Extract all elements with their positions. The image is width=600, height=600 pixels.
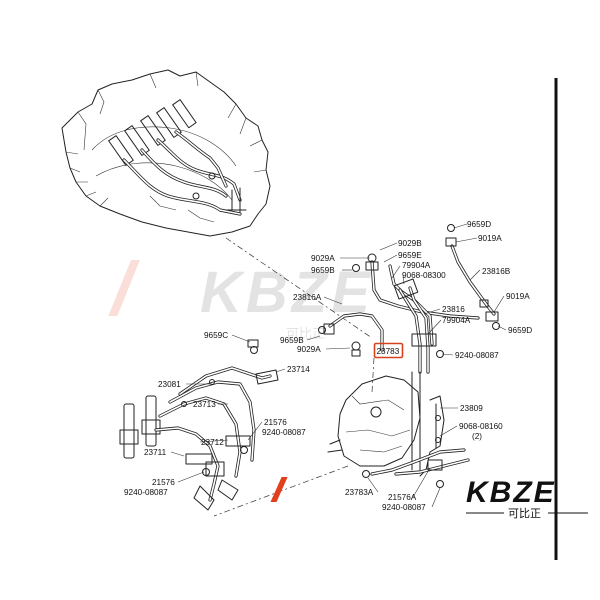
injection-pump bbox=[327, 371, 470, 488]
center-watermark: KBZE 可比正 bbox=[108, 260, 374, 342]
label-23783A: 23783A bbox=[345, 488, 374, 497]
label-23783-highlighted: 23783 bbox=[377, 347, 400, 356]
watermark-center-text: KBZE bbox=[200, 260, 374, 325]
label-9029A: 9029A bbox=[311, 254, 335, 263]
label-9240-08087: 9240-08087 bbox=[455, 351, 499, 360]
dashed-leader-engine bbox=[225, 237, 373, 339]
engine-overview bbox=[61, 69, 271, 237]
logo-accent-slash bbox=[270, 477, 288, 502]
label-23816A: 23816A bbox=[293, 293, 322, 302]
part-labels: 9659D 9019A 9029B 9029A 9659E 9659B 7990… bbox=[124, 220, 532, 512]
label-9240-08087: 9240-08087 bbox=[262, 428, 306, 437]
brand-logo: KBZE 可比正 bbox=[270, 476, 588, 520]
label-9029B: 9029B bbox=[398, 239, 422, 248]
label-9068-08300: 9068-08300 bbox=[402, 271, 446, 280]
label-79904A: 79904A bbox=[402, 261, 431, 270]
dashed-leader-pump-23783 bbox=[371, 357, 375, 393]
label-9659D: 9659D bbox=[508, 326, 532, 335]
label-23711: 23711 bbox=[144, 448, 167, 457]
watermark-center-slash bbox=[108, 260, 140, 316]
label-21576: 21576 bbox=[264, 418, 287, 427]
watermark-center-subtext: 可比正 bbox=[286, 327, 325, 342]
part-23816-lines bbox=[318, 253, 480, 374]
label-21576A: 21576A bbox=[388, 493, 417, 502]
logo-subtext: 可比正 bbox=[508, 507, 541, 520]
label-9068-08160: 9068-08160 bbox=[459, 422, 503, 431]
label-23714: 23714 bbox=[287, 365, 310, 374]
label-9659C: 9659C bbox=[204, 331, 228, 340]
label-79904A: 79904A bbox=[442, 316, 471, 325]
label-9019A: 9019A bbox=[506, 292, 530, 301]
label-9659D-top: 9659D bbox=[467, 220, 491, 229]
label-23713: 23713 bbox=[193, 400, 216, 409]
label-9240-08087: 9240-08087 bbox=[382, 503, 426, 512]
leader-lines bbox=[170, 223, 507, 508]
label-9019A-top: 9019A bbox=[478, 234, 502, 243]
label-9029A: 9029A bbox=[297, 345, 321, 354]
label-qty-2: (2) bbox=[472, 432, 482, 441]
label-23809: 23809 bbox=[460, 404, 483, 413]
label-9659B: 9659B bbox=[280, 336, 304, 345]
label-23081: 23081 bbox=[158, 380, 181, 389]
label-23816B: 23816B bbox=[482, 267, 511, 276]
label-23816: 23816 bbox=[442, 305, 465, 314]
logo-text: KBZE bbox=[466, 476, 556, 509]
part-23816B-line bbox=[445, 224, 500, 330]
label-21576: 21576 bbox=[152, 478, 175, 487]
injector-assembly bbox=[119, 339, 279, 511]
label-9659B: 9659B bbox=[311, 266, 335, 275]
highlight-box-23783 bbox=[373, 342, 404, 359]
label-23712: 23712 bbox=[201, 438, 224, 447]
label-9240-08087: 9240-08087 bbox=[124, 488, 168, 497]
label-9659E: 9659E bbox=[398, 251, 422, 260]
